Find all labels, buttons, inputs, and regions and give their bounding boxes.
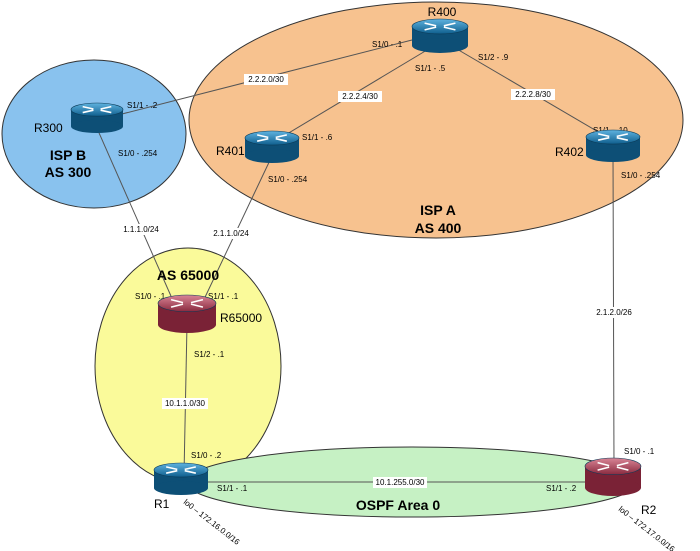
interface-label: S1/1 - .6 (302, 133, 333, 142)
network-label: 2.1.1.0/24 (213, 229, 249, 238)
router-r65000-label: R65000 (220, 311, 262, 325)
router-r300-label: R300 (34, 121, 63, 135)
router-r402-label: R402 (555, 145, 584, 159)
network-label: 1.1.1.0/24 (123, 225, 159, 234)
network-label: 2.2.2.8/30 (515, 90, 551, 99)
interface-label: S1/0 - .1 (372, 40, 403, 49)
router-r1-icon (153, 462, 209, 495)
network-label: 2.2.2.0/30 (248, 75, 284, 84)
router-r2-label: R2 (641, 503, 657, 517)
interface-label: S1/1 - .2 (127, 101, 158, 110)
interface-label: S1/2 - .1 (194, 350, 225, 359)
interface-label: S1/0 - .1 (135, 292, 166, 301)
isp-a-label-line2: AS 400 (415, 220, 462, 236)
interface-label: S1/1 - .1 (208, 292, 239, 301)
router-r401-icon (244, 130, 300, 164)
as65000-zone (94, 247, 282, 485)
interface-label: S1/1 - .2 (546, 484, 577, 493)
router-r400-label: R400 (428, 5, 457, 19)
isp-a-zone (188, 1, 684, 239)
isp-a-label-line1: ISP A (420, 202, 456, 218)
interface-label: S1/0 - .254 (118, 149, 158, 158)
network-label: 10.1.1.0/30 (165, 399, 206, 408)
r1-loopback-label: lo0 – 172.16.0.0/16 (182, 497, 242, 547)
router-r1-label: R1 (154, 497, 170, 511)
isp-b-label-line2: AS 300 (45, 164, 92, 180)
network-label: 2.2.2.4/30 (342, 92, 378, 101)
interface-label: S1/1 - .1 (217, 484, 248, 493)
network-labels: 2.2.2.0/30 2.2.2.4/30 2.2.2.8/30 1.1.1.0… (119, 74, 636, 488)
isp-b-zone (1, 59, 187, 209)
interface-label: S1/0 - .2 (191, 451, 222, 460)
ospf-area0-label: OSPF Area 0 (356, 497, 441, 513)
interface-label: S1/0 - .1 (624, 447, 655, 456)
link-r300-r65000 (95, 125, 179, 313)
router-r400-icon (411, 18, 469, 53)
router-r402-icon (585, 129, 641, 163)
router-r65000-icon (157, 294, 217, 334)
interface-label: S1/1 - .5 (415, 64, 446, 73)
router-r300-icon (70, 102, 124, 133)
network-label: 2.1.2.0/26 (596, 308, 632, 317)
isp-b-label-line1: ISP B (50, 147, 86, 163)
network-label: 10.1.255.0/30 (376, 478, 425, 487)
router-r2-icon (584, 457, 642, 497)
router-r401-label: R401 (216, 144, 245, 158)
interface-label: S1/0 - .254 (621, 171, 661, 180)
interface-label: S1/0 - .254 (268, 175, 308, 184)
as65000-label: AS 65000 (157, 267, 219, 283)
interface-label: S1/2 - .9 (478, 53, 509, 62)
